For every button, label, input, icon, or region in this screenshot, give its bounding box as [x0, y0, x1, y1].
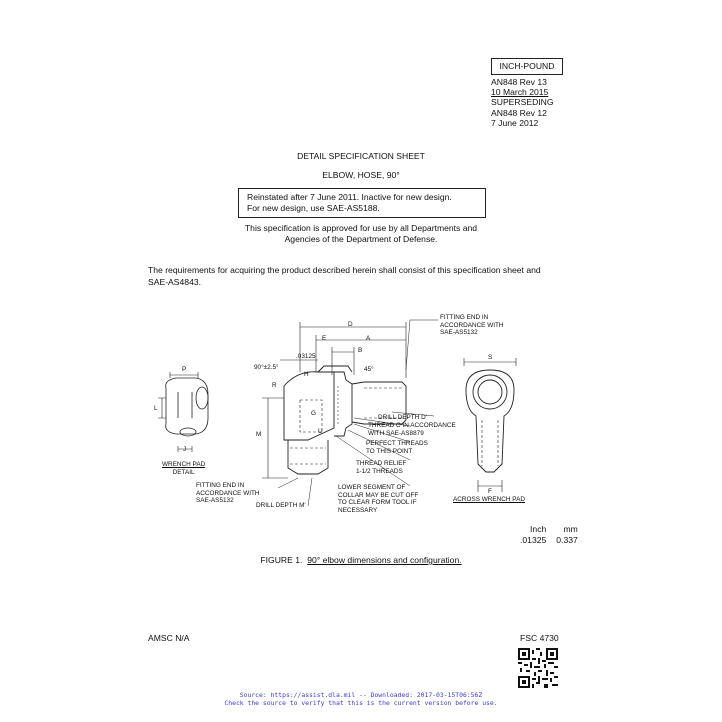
elbow-drawing: D E A B .03125 90°±2.5° H 45° R G U M P …: [148, 300, 568, 520]
fitting-end-top-note: FITTING END IN ACCORDANCE WITH SAE-AS513…: [440, 314, 504, 336]
dim-label-s: S: [488, 354, 493, 361]
dim-label-r: R: [272, 382, 277, 389]
unit-conversion-table: Inch mm .01325 0.337: [510, 524, 578, 546]
dim-label-a: A: [366, 335, 371, 342]
approval-line-2: Agencies of the Department of Defense.: [284, 234, 438, 244]
unit-head-mm: mm: [563, 524, 578, 534]
drill-depth-d-note: DRILL DEPTH D': [378, 414, 427, 421]
across-wrench-pad-caption: ACROSS WRENCH PAD: [453, 496, 525, 503]
notice-box: Reinstated after 7 June 2011. Inactive f…: [238, 188, 486, 218]
wrench-pad-caption: WRENCH PAD DETAIL: [162, 461, 206, 476]
requirements-line-2: SAE-AS4843.: [148, 276, 202, 287]
angle-label: 90°±2.5°: [254, 364, 279, 371]
revision-block: AN848 Rev 13 10 March 2015 SUPERSEDING A…: [491, 77, 554, 128]
approval-line-1: This specification is approved for use b…: [244, 223, 478, 233]
thread-c-note: THREAD C IN ACCORDANCE WITH SAE-AS8879: [368, 422, 456, 437]
perfect-threads-note: PERFECT THREADS TO THIS POINT: [366, 440, 428, 455]
source-line-1: Source: https://assist.dla.mil -- Downlo…: [239, 691, 483, 699]
requirements-paragraph: The requirements for acquiring the produ…: [148, 265, 578, 288]
notice-line-1: Reinstated after 7 June 2011. Inactive f…: [247, 192, 452, 202]
designation-box: INCH-POUND: [491, 58, 563, 75]
dim-label-l: L: [154, 405, 158, 412]
unit-head-inch: Inch: [530, 524, 547, 534]
figure-caption-text: 90° elbow dimensions and configuration.: [307, 555, 462, 565]
notice-line-2: For new design, use SAE-AS5188.: [247, 203, 380, 213]
dim-label-d: D: [348, 321, 353, 328]
figure-caption: FIGURE 1. 90° elbow dimensions and confi…: [0, 555, 722, 565]
superseded-doc: AN848 Rev 12: [491, 107, 547, 118]
unit-mm-value: 0.337: [556, 535, 578, 545]
m-dimension: [262, 397, 288, 479]
requirements-line-1: The requirements for acquiring the produ…: [148, 265, 541, 275]
dim-label-e: E: [322, 335, 327, 342]
drill-depth-m-note: DRILL DEPTH M': [256, 502, 306, 509]
dim-label-03125: .03125: [296, 353, 316, 360]
dim-label-m: M: [256, 431, 262, 438]
unit-inch-value: .01325: [520, 535, 547, 545]
dim-label-b: B: [358, 347, 363, 354]
leaders: [277, 319, 438, 507]
approval-statement: This specification is approved for use b…: [0, 223, 722, 245]
drawing-lines: [158, 319, 517, 507]
wrench-pad-detail-graphic: [158, 372, 209, 452]
qr-code-icon: [518, 648, 558, 688]
dim-label-h: H: [304, 371, 309, 378]
superseding-label: SUPERSEDING: [491, 97, 554, 108]
sheet-type-title: DETAIL SPECIFICATION SHEET: [297, 151, 425, 161]
superseded-date: 7 June 2012: [491, 117, 539, 128]
dim-label-g: G: [311, 410, 316, 417]
fitting-end-bottom-note: FITTING END IN ACCORDANCE WITH SAE-AS513…: [196, 482, 260, 504]
elbow-body: [283, 365, 407, 475]
dim-label-j: J: [183, 446, 187, 453]
item-title: ELBOW, HOSE, 90°: [322, 170, 400, 180]
revision-date: 10 March 2015: [491, 87, 549, 98]
revision: AN848 Rev 13: [491, 77, 547, 87]
across-wrench-pad-graphic: [463, 358, 517, 492]
amsc-label: AMSC N/A: [148, 633, 190, 643]
dim-label-u: U: [318, 428, 323, 435]
angle-45-label: 45°: [364, 366, 374, 373]
fsc-label: FSC 4730: [520, 633, 559, 643]
dim-label-f: F: [488, 488, 492, 495]
top-dimensions: [280, 322, 407, 378]
figure-prefix: FIGURE 1.: [260, 555, 303, 565]
thread-relief-note: THREAD RELIEF 1-1/2 THREADS: [356, 460, 407, 475]
lower-segment-note: LOWER SEGMENT OF COLLAR MAY BE CUT OFF T…: [338, 484, 419, 514]
source-notice: Source: https://assist.dla.mil -- Downlo…: [0, 691, 722, 707]
source-line-2: Check the source to verify that this is …: [224, 699, 498, 707]
dim-label-p: P: [182, 366, 187, 373]
